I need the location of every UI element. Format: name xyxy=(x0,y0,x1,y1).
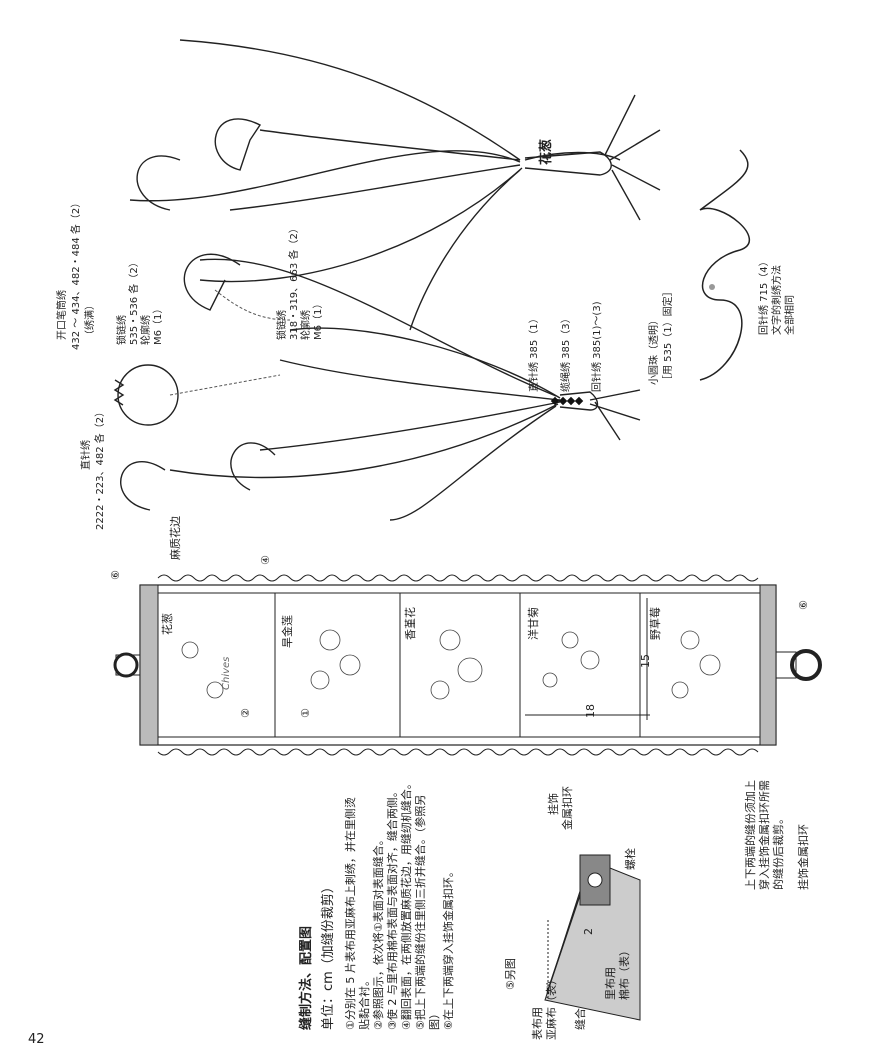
step-text: ③使 2 与里布用棉布表面与表面对齐，缝合两侧。 xyxy=(386,786,399,1030)
panel-label-nasturtium: 旱金莲 xyxy=(281,615,294,648)
stitch-label: 直针绣 xyxy=(81,440,92,470)
instructions-title: 缝制方法、配置图 xyxy=(299,925,314,1030)
marker-6: ⑥ xyxy=(109,570,122,580)
dimension-height: 15 xyxy=(639,654,652,668)
marker-2: ② xyxy=(239,708,252,718)
stitch-label: 锁链绣 xyxy=(117,315,128,345)
stitch-label: 开口笔筒绣 xyxy=(57,290,68,340)
stitch-label: 535・536 各（2） xyxy=(129,257,140,345)
stitch-label: M6（1） xyxy=(153,303,164,345)
ring-detail-diagram xyxy=(544,854,641,1021)
marker-6: ⑥ xyxy=(797,600,810,610)
stitch-label: 直针绣 385（1） xyxy=(529,313,540,392)
chives-drawing xyxy=(113,39,661,521)
stitch-label: 文字的刺绣方法 xyxy=(772,265,783,335)
chain-stitch-line xyxy=(214,289,291,321)
panel-label-chives: 花葱 xyxy=(161,613,174,635)
panel-script: Chives xyxy=(221,656,232,690)
inset-title: ⑤另图 xyxy=(504,958,517,990)
marker-4: ④ xyxy=(259,555,272,565)
stitch-label: 2222・223、482 各（2） xyxy=(95,406,106,530)
stitch-label: 轮廓绣 xyxy=(301,310,312,340)
stitch-label: 回针绣 715（4） xyxy=(759,256,770,335)
lining-label: 里布用 xyxy=(604,967,617,1000)
step-text: ②参照图示，依次将①表面对表面缝合。 xyxy=(372,834,385,1030)
step-text: ⑥在上下两端穿入挂饰金属扣环。 xyxy=(442,866,455,1030)
stitch-label: 全部相同 xyxy=(785,295,796,335)
banner-note: 的缝份后裁剪。 xyxy=(772,813,785,890)
marker-1: ① xyxy=(299,708,312,718)
page-number: 42 xyxy=(28,1032,45,1047)
lace-label: 麻质花边 xyxy=(169,516,182,560)
stitch-label: （绣满） xyxy=(85,300,96,340)
outer-fabric-label: 表布用 xyxy=(531,1007,544,1040)
seam-label: 缝合 xyxy=(574,1008,587,1030)
step-text: 图） xyxy=(428,1008,441,1030)
stitch-label: M6（1） xyxy=(313,298,324,340)
chain-stitch-line xyxy=(169,374,281,396)
chives-title: 花葱 xyxy=(539,138,554,165)
stitch-label: 缆绳绣 385（3） xyxy=(561,313,572,392)
stitch-label: 318・319、663 各（2） xyxy=(289,223,300,340)
step-text: ①分别在 5 片表布用亚麻布上刺绣，并在里侧烫 xyxy=(344,797,357,1030)
panel-label-violet: 香堇花 xyxy=(404,607,417,640)
step-text: ⑤把上下两端的缝份往里侧三折并缝合。（参照另 xyxy=(414,794,427,1030)
ring-label: 挂饰金属扣环 xyxy=(797,824,810,890)
dimension-width: 18 xyxy=(584,704,597,718)
bead-label: 小圆珠（透明） xyxy=(649,315,660,385)
dimension-label: 2 xyxy=(582,928,595,935)
stitch-label: 432 ～ 434、482・484 各（2） xyxy=(71,197,82,350)
banner-note: 穿入挂饰金属扣环所需 xyxy=(758,780,771,890)
banner-diagram xyxy=(113,574,822,756)
bolt-label: 螺栓 xyxy=(624,848,637,870)
stitch-label: 轮廓绣 xyxy=(141,315,152,345)
bead xyxy=(709,284,715,290)
ring-label: 金属扣环 xyxy=(561,786,574,830)
cable-stitch-diamonds xyxy=(550,396,584,406)
step-text: 贴黏合衬。 xyxy=(358,975,371,1030)
stitch-label: 锁链绣 xyxy=(277,310,288,340)
chives-script-lettering xyxy=(699,149,750,381)
ring-label: 挂饰 xyxy=(547,793,560,815)
lining-label: 棉布（表） xyxy=(618,945,631,1000)
step-text: ④翻回表面，在两侧放置麻质花边，用缝纫机缝合。 xyxy=(400,778,413,1030)
stitch-label: 回针绣 385(1)～(3) xyxy=(592,301,603,392)
bead-label: ［用 535（1）固定］ xyxy=(663,286,674,385)
outer-fabric-label: 亚麻布（表） xyxy=(545,974,558,1040)
panel-label-strawberry: 野草莓 xyxy=(649,607,662,640)
panel-label-chamomile: 洋甘菊 xyxy=(527,607,540,640)
banner-note: 上下两端的缝份须加上 xyxy=(744,780,757,890)
unit-note: 单位：cm（加缝份裁剪） xyxy=(321,880,336,1030)
